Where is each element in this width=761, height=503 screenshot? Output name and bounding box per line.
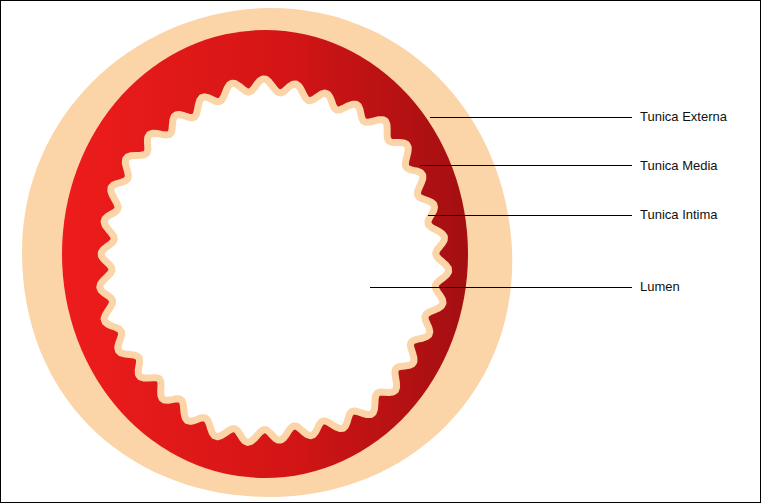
leader-line [430, 117, 632, 118]
layer-label: Tunica Externa [640, 109, 727, 125]
leader-line [420, 165, 632, 166]
leader-line [370, 287, 632, 288]
tunica-externa-layer [22, 8, 512, 497]
leader-line [428, 215, 632, 216]
layer-label: Tunica Intima [640, 207, 718, 223]
tunica-media-layer [62, 30, 468, 478]
layer-label: Tunica Media [640, 158, 718, 174]
leader-lines [370, 118, 632, 288]
layer-label: Lumen [640, 279, 680, 295]
tunica-intima-lining [100, 79, 449, 443]
